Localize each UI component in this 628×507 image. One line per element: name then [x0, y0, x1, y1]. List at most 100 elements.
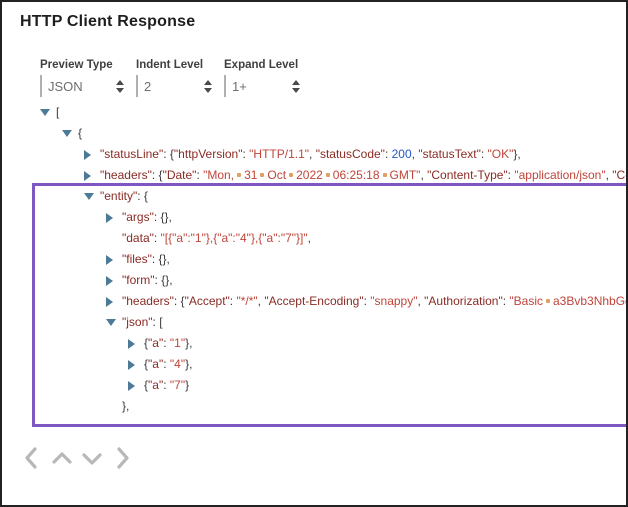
tree-row[interactable]: {	[2, 123, 626, 144]
nav-left-button[interactable]	[18, 443, 46, 473]
spinner-down-icon[interactable]	[204, 87, 212, 93]
expand-level-label: Expand Level	[224, 59, 299, 71]
spinner-up-icon[interactable]	[204, 79, 212, 85]
punctuation: ,	[307, 231, 311, 245]
space-marker-icon	[382, 172, 387, 177]
punctuation: :	[229, 294, 237, 308]
punctuation: {	[144, 378, 149, 392]
json-key: "json"	[122, 315, 153, 329]
string-value: GMT"	[389, 168, 421, 182]
tree-row[interactable]: "headers": {"Accept": "*/*", "Accept-Enc…	[2, 291, 626, 312]
json-key: "Content-Type"	[427, 168, 508, 182]
expand-arrow-icon[interactable]	[106, 254, 113, 265]
json-key: "Accept"	[184, 294, 230, 308]
json-key: "a"	[148, 378, 164, 392]
punctuation: :	[242, 147, 250, 161]
nav-down-button[interactable]	[78, 443, 106, 473]
punctuation: {	[144, 336, 149, 350]
tree-row[interactable]: "files": {},	[2, 249, 626, 270]
tree-row[interactable]: "statusLine": {"httpVersion": "HTTP/1.1"…	[2, 144, 626, 165]
json-key: "data"	[122, 231, 154, 245]
expand-arrow-icon[interactable]	[128, 380, 135, 391]
tree-row[interactable]: {"a": "1"},	[2, 333, 626, 354]
json-key: "headers"	[122, 294, 174, 308]
string-value: "Mon,	[203, 168, 235, 182]
punctuation: :	[163, 378, 170, 392]
spinner-up-icon[interactable]	[116, 79, 124, 85]
punctuation: },	[513, 147, 521, 161]
nav-up-button[interactable]	[48, 443, 76, 473]
json-key: "statusText"	[418, 147, 481, 161]
string-value: Oct	[267, 168, 287, 182]
punctuation: : {},	[151, 252, 170, 266]
tree-row[interactable]: {"a": "7"}	[2, 375, 626, 396]
punctuation: : {	[137, 189, 148, 203]
spinner-icon	[204, 79, 214, 93]
json-key: "Co	[612, 168, 626, 182]
tree-row[interactable]: {"a": "4"},	[2, 354, 626, 375]
string-value: "snappy"	[370, 294, 418, 308]
collapse-arrow-icon[interactable]	[84, 193, 94, 201]
expand-level-control: Expand Level 1+	[224, 59, 304, 97]
preview-type-value: JSON	[48, 78, 83, 94]
collapse-arrow-icon[interactable]	[40, 109, 50, 117]
punctuation: : {	[163, 147, 174, 161]
punctuation: : {},	[153, 210, 172, 224]
spinner-down-icon[interactable]	[116, 87, 124, 93]
expand-arrow-icon[interactable]	[106, 275, 113, 286]
preview-type-select[interactable]: JSON	[40, 75, 128, 97]
json-key: "statusCode"	[315, 147, 385, 161]
punctuation: :	[502, 294, 510, 308]
expand-arrow-icon[interactable]	[106, 212, 113, 223]
string-value: a3Bvb3NhbGc	[553, 294, 628, 308]
collapse-arrow-icon[interactable]	[106, 319, 116, 327]
json-key: "args"	[122, 210, 154, 224]
string-value: 06:25:18	[332, 168, 380, 182]
indent-level-value: 2	[144, 78, 152, 94]
tree-row[interactable]: },	[2, 396, 626, 417]
expand-level-select[interactable]: 1+	[224, 75, 304, 97]
punctuation: : {},	[154, 273, 173, 287]
indent-level-select[interactable]: 2	[136, 75, 216, 97]
spinner-icon	[116, 79, 126, 93]
collapse-arrow-icon[interactable]	[62, 130, 72, 138]
expand-arrow-icon[interactable]	[128, 359, 135, 370]
expand-arrow-icon[interactable]	[128, 338, 135, 349]
json-key: "statusLine"	[100, 147, 164, 161]
space-marker-icon	[289, 172, 294, 177]
json-key: "files"	[122, 252, 152, 266]
tree-row[interactable]: "data": "[{"a":"1"},{"a":"4"},{"a":"7"}]…	[2, 228, 626, 249]
punctuation: : {	[151, 168, 163, 182]
string-value: "1"	[169, 336, 186, 350]
punctuation: :	[196, 168, 204, 182]
punctuation: ,	[417, 294, 425, 308]
nav-right-button[interactable]	[108, 443, 136, 473]
string-value: 31	[244, 168, 258, 182]
punctuation: ,	[420, 168, 428, 182]
preview-type-label: Preview Type	[40, 59, 113, 71]
tree-row[interactable]: "args": {},	[2, 207, 626, 228]
tree-row[interactable]: "form": {},	[2, 270, 626, 291]
string-value: "*/*"	[236, 294, 258, 308]
spinner-down-icon[interactable]	[292, 87, 300, 93]
punctuation: ,	[605, 168, 613, 182]
punctuation: },	[122, 399, 130, 413]
tree-row[interactable]: "json": [	[2, 312, 626, 333]
punctuation: {	[78, 126, 83, 140]
expand-arrow-icon[interactable]	[84, 170, 91, 181]
punctuation: : {	[173, 294, 185, 308]
json-key: "entity"	[100, 189, 138, 203]
json-key: "form"	[122, 273, 155, 287]
tree-navigation	[18, 443, 136, 473]
expand-arrow-icon[interactable]	[84, 149, 91, 160]
spinner-up-icon[interactable]	[292, 79, 300, 85]
chevron-left-icon	[25, 447, 37, 469]
space-marker-icon	[260, 172, 265, 177]
json-key: "httpVersion"	[173, 147, 243, 161]
tree-row[interactable]: "entity": {	[2, 186, 626, 207]
tree-row[interactable]: [	[2, 102, 626, 123]
expand-arrow-icon[interactable]	[106, 296, 113, 307]
